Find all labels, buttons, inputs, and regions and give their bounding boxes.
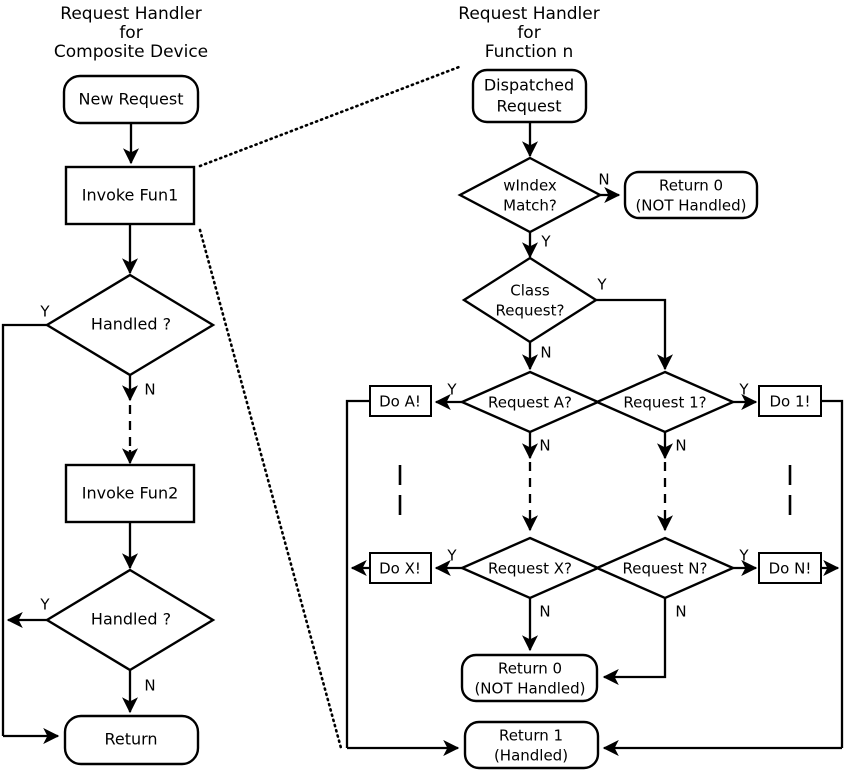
- edge-requestn-no-to-return0: [602, 598, 667, 686]
- left-heading-line2: for: [119, 23, 142, 43]
- right-heading-line1: Request Handler: [458, 4, 599, 24]
- node-handled-2-label: Handled ?: [91, 610, 171, 629]
- node-class-request: [461, 256, 599, 344]
- node-request-1-label: Request 1?: [623, 394, 706, 412]
- edge-class-yes-to-request1: [596, 298, 674, 371]
- edge-label-handled1-no: N: [144, 381, 155, 399]
- left-heading-line1: Request Handler: [60, 4, 201, 24]
- edge-label-windex-yes: Y: [540, 233, 551, 251]
- edge-handled1-yes-to-return: [1, 323, 47, 736]
- node-return0-bottom: [460, 653, 599, 703]
- connector-expansion-top: [198, 65, 461, 168]
- connector-expansion-bottom: [198, 228, 343, 750]
- right-heading-line2: for: [517, 23, 540, 43]
- node-return0-top: [623, 170, 759, 220]
- node-windex-match-line1: wIndex: [503, 177, 557, 195]
- node-return1-line1: Return 1: [499, 727, 563, 745]
- node-handled-1-label: Handled ?: [91, 315, 171, 334]
- node-return0-top-line1: Return 0: [659, 177, 723, 195]
- edge-label-requesta-no: N: [539, 437, 550, 455]
- edge-label-requestx-yes: Y: [446, 547, 457, 565]
- node-do-n: [758, 552, 822, 584]
- node-request-n-label: Request N?: [623, 560, 708, 578]
- edge-label-class-no: N: [540, 344, 551, 362]
- edge-label-request1-yes: Y: [738, 381, 749, 399]
- node-invoke-fun1-label: Invoke Fun1: [82, 186, 179, 205]
- edge-do1-to-right-rail: [821, 399, 844, 748]
- node-return-left: [63, 714, 200, 766]
- edge-label-requesta-yes: Y: [446, 381, 457, 399]
- edge-label-handled2-yes: Y: [39, 596, 50, 614]
- edge-doa-to-left-rail: [345, 399, 370, 748]
- node-return0-top-line2: (NOT Handled): [635, 197, 746, 215]
- node-request-a-label: Request A?: [488, 394, 572, 412]
- right-heading-line3: Function n: [485, 42, 574, 62]
- node-dispatched-request-line1: Dispatched: [484, 76, 574, 95]
- node-invoke-fun2-label: Invoke Fun2: [82, 484, 179, 503]
- edge-label-class-yes: Y: [596, 276, 607, 294]
- node-windex-match: [457, 156, 603, 234]
- edge-label-requestn-no: N: [675, 603, 686, 621]
- edge-label-handled1-yes: Y: [39, 303, 50, 321]
- edge-label-windex-no: N: [598, 171, 609, 189]
- node-do-n-label: Do N!: [769, 560, 812, 578]
- edge-label-handled2-no: N: [144, 677, 155, 695]
- edge-label-requestn-yes: Y: [738, 547, 749, 565]
- node-return-left-label: Return: [104, 730, 157, 749]
- node-return0-bottom-line2: (NOT Handled): [474, 680, 585, 698]
- node-new-request-label: New Request: [79, 90, 184, 109]
- node-class-request-line1: Class: [510, 282, 550, 300]
- node-do-x: [369, 552, 432, 584]
- edge-label-requestx-no: N: [539, 603, 550, 621]
- node-return1: [463, 720, 600, 770]
- node-class-request-line2: Request?: [496, 302, 565, 320]
- node-request-x-label: Request X?: [488, 560, 572, 578]
- node-return0-bottom-line1: Return 0: [498, 660, 562, 678]
- left-heading-line3: Composite Device: [54, 42, 208, 62]
- node-invoke-fun2: [64, 463, 196, 524]
- node-return1-line2: (Handled): [494, 747, 568, 765]
- node-windex-match-line2: Match?: [503, 197, 557, 215]
- edge-label-request1-no: N: [675, 437, 686, 455]
- node-invoke-fun1: [64, 165, 196, 226]
- node-do-a-label: Do A!: [379, 393, 421, 411]
- node-dispatched-request-line2: Request: [497, 97, 562, 116]
- node-do-x-label: Do X!: [379, 560, 421, 578]
- node-do-a: [369, 385, 432, 417]
- node-do-1-label: Do 1!: [769, 393, 810, 411]
